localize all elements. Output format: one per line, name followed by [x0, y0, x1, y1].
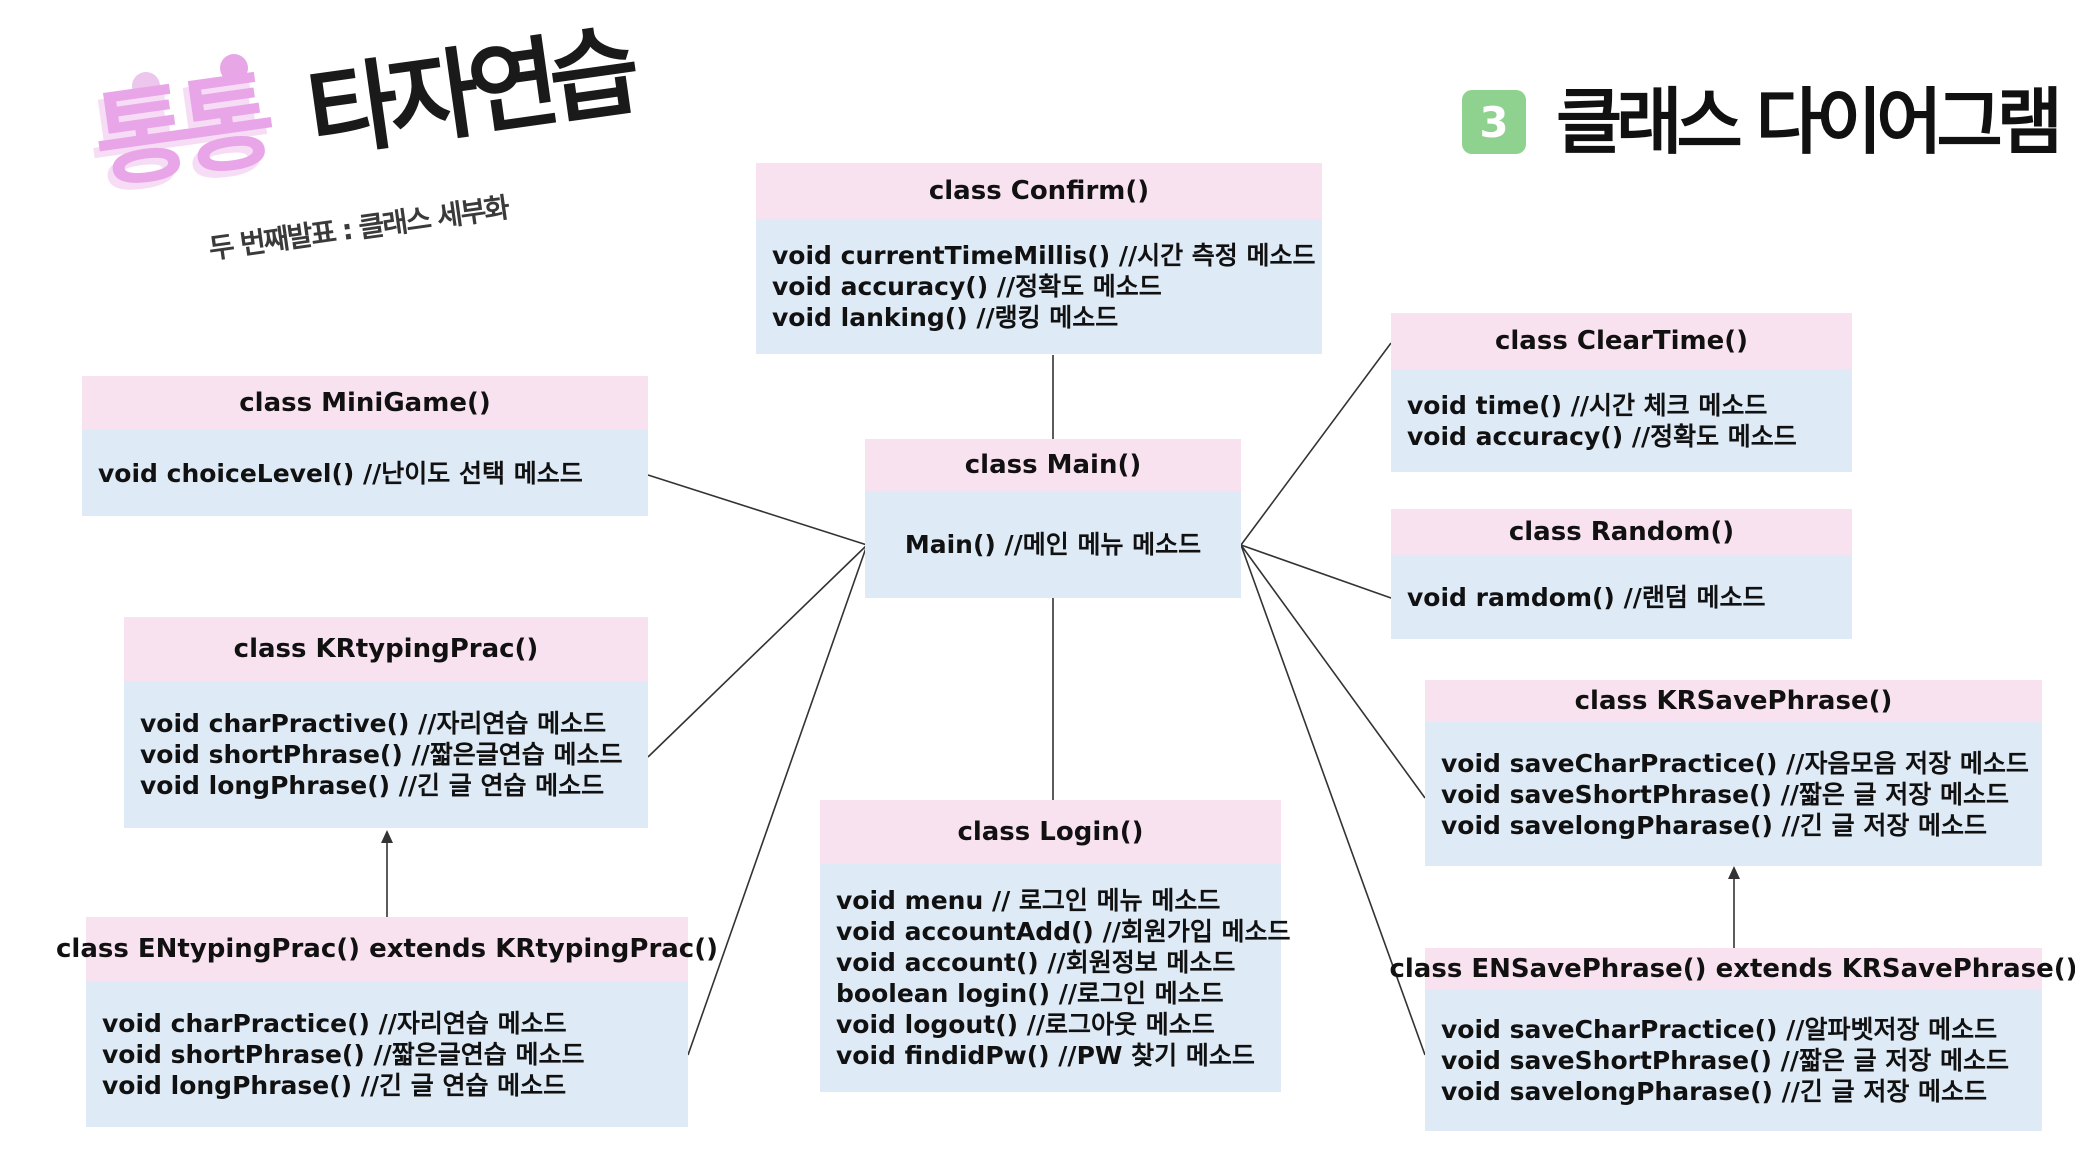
- class-name: class KRSavePhrase(): [1425, 680, 2042, 722]
- logo-dot-left: [132, 72, 160, 100]
- class-methods: void time() //시간 체크 메소드 void accuracy() …: [1391, 369, 1852, 472]
- method: void accuracy() //정확도 메소드: [772, 272, 1162, 301]
- class-name: class KRtypingPrac(): [124, 617, 648, 681]
- logo-subtitle: 두 번째발표 : 클래스 세부화: [206, 190, 510, 266]
- class-methods: void currentTimeMillis() //시간 측정 메소드 voi…: [756, 219, 1322, 354]
- method: void savelongPharase() //긴 글 저장 메소드: [1441, 810, 1988, 840]
- class-name: class Confirm(): [756, 163, 1322, 219]
- method: Main() //메인 메뉴 메소드: [904, 530, 1202, 559]
- connector-main-random: [1240, 544, 1392, 599]
- method: void accountAdd() //회원가입 메소드: [836, 917, 1291, 946]
- method: void saveShortPhrase() //짧은 글 저장 메소드: [1441, 1046, 2009, 1075]
- class-box-main: class Main() Main() //메인 메뉴 메소드: [865, 439, 1241, 598]
- method: void saveCharPractice() //자음모음 저장 메소드: [1441, 748, 2029, 778]
- method: void menu // 로그인 메뉴 메소드: [836, 886, 1221, 915]
- connector-main-ensave: [1240, 544, 1426, 1056]
- class-box-login: class Login() void menu // 로그인 메뉴 메소드 vo…: [820, 800, 1291, 1092]
- logo: 통통 타자연습 두 번째발표 : 클래스 세부화: [80, 15, 640, 300]
- method: void shortPhrase() //짧은글연습 메소드: [140, 740, 623, 769]
- method: void findidPw() //PW 찾기 메소드: [836, 1041, 1255, 1070]
- inheritance-arrowhead-krtyping: [381, 830, 393, 843]
- connector-main-krsave: [1240, 544, 1426, 799]
- class-methods: void ramdom() //랜덤 메소드: [1391, 555, 1852, 639]
- class-methods: void saveCharPractice() //자음모음 저장 메소드 vo…: [1425, 722, 2042, 866]
- class-name: class ENtypingPrac() extends KRtypingPra…: [56, 917, 718, 981]
- class-name: class MiniGame(): [82, 376, 648, 430]
- method: void ramdom() //랜덤 메소드: [1407, 582, 1766, 612]
- method: void accuracy() //정확도 메소드: [1407, 421, 1797, 451]
- class-methods: void choiceLevel() //난이도 선택 메소드: [82, 430, 648, 516]
- connector-main-cleartime: [1240, 342, 1392, 546]
- class-box-entypingprac: class ENtypingPrac() extends KRtypingPra…: [56, 917, 718, 1127]
- class-methods: void saveCharPractice() //알파벳저장 메소드 void…: [1425, 990, 2042, 1131]
- method: void currentTimeMillis() //시간 측정 메소드: [772, 241, 1316, 270]
- method: void saveShortPhrase() //짧은 글 저장 메소드: [1441, 779, 2009, 809]
- class-name: class Random(): [1391, 509, 1852, 555]
- slide-number-badge: 3: [1462, 90, 1526, 154]
- class-methods: void charPractive() //자리연습 메소드 void shor…: [124, 681, 648, 828]
- connector-main-krtyping: [647, 544, 868, 758]
- class-box-krsavephrase: class KRSavePhrase() void saveCharPracti…: [1425, 680, 2042, 866]
- class-box-cleartime: class ClearTime() void time() //시간 체크 메소…: [1391, 313, 1852, 472]
- class-box-confirm: class Confirm() void currentTimeMillis()…: [756, 163, 1322, 354]
- method: void account() //회원정보 메소드: [836, 948, 1236, 977]
- method: void charPractive() //자리연습 메소드: [140, 709, 607, 738]
- inheritance-arrowhead-krsave: [1728, 866, 1740, 879]
- class-methods: Main() //메인 메뉴 메소드: [865, 491, 1241, 598]
- class-box-krtypingprac: class KRtypingPrac() void charPractive()…: [124, 617, 648, 828]
- method: void logout() //로그아웃 메소드: [836, 1010, 1215, 1039]
- logo-brand-black: 타자연습: [300, 14, 639, 173]
- class-name: class Main(): [865, 439, 1241, 491]
- class-box-minigame: class MiniGame() void choiceLevel() //난이…: [82, 376, 648, 516]
- method: void shortPhrase() //짧은글연습 메소드: [102, 1039, 585, 1069]
- method: void charPractice() //자리연습 메소드: [102, 1008, 567, 1038]
- logo-brand-pink: 통통: [86, 59, 274, 204]
- method: void longPhrase() //긴 글 연습 메소드: [140, 771, 605, 800]
- method: void time() //시간 체크 메소드: [1407, 390, 1768, 420]
- class-box-ensavephrase: class ENSavePhrase() extends KRSavePhras…: [1389, 948, 2075, 1131]
- class-box-random: class Random() void ramdom() //랜덤 메소드: [1391, 509, 1852, 639]
- method: void savelongPharase() //긴 글 저장 메소드: [1441, 1077, 1988, 1106]
- class-methods: void charPractice() //자리연습 메소드 void shor…: [86, 981, 688, 1127]
- class-name: class Login(): [820, 800, 1281, 864]
- method: void longPhrase() //긴 글 연습 메소드: [102, 1070, 567, 1100]
- slide-title: 클래스 다이어그램: [1556, 80, 2063, 164]
- method: void saveCharPractice() //알파벳저장 메소드: [1441, 1015, 1998, 1044]
- logo-dot-right: [220, 54, 248, 82]
- class-name: class ClearTime(): [1391, 313, 1852, 369]
- class-methods: void menu // 로그인 메뉴 메소드 void accountAdd(…: [820, 864, 1291, 1092]
- class-name: class ENSavePhrase() extends KRSavePhras…: [1389, 948, 2075, 990]
- method: boolean login() //로그인 메소드: [836, 979, 1224, 1008]
- connector-main-minigame: [647, 474, 868, 546]
- method: void choiceLevel() //난이도 선택 메소드: [98, 458, 583, 488]
- method: void lanking() //랭킹 메소드: [772, 303, 1119, 332]
- connector-main-entyping: [687, 544, 868, 1056]
